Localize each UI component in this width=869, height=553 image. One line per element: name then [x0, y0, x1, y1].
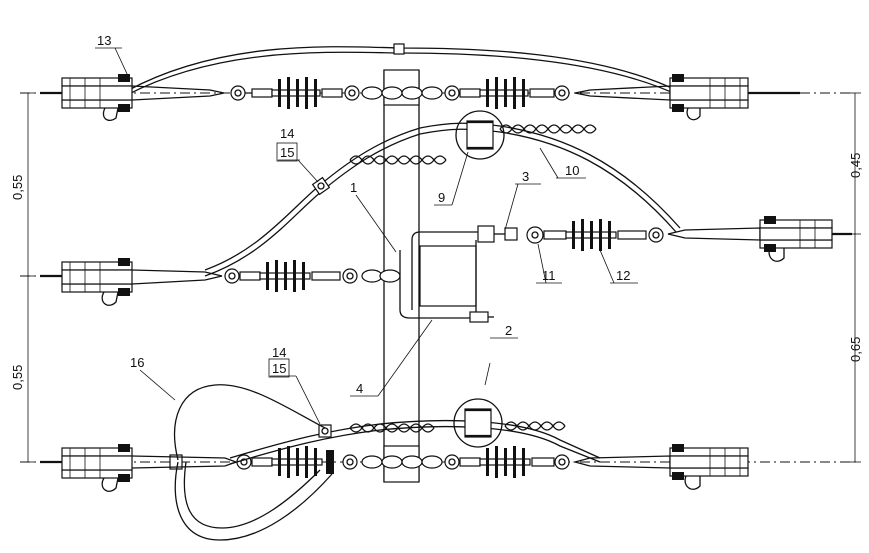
- insulator-bottom-right: [479, 446, 531, 478]
- label-12: 12: [616, 268, 630, 283]
- row-bottom-string: [40, 444, 749, 492]
- label-4: 4: [356, 381, 363, 396]
- insulator-top-right: [479, 77, 529, 109]
- loop-item-16: [174, 384, 333, 541]
- insulator-middle-right: [565, 219, 617, 251]
- yoke-bracket: [399, 225, 518, 323]
- label-2: 2: [505, 323, 512, 338]
- label-16: 16: [130, 355, 144, 370]
- dimension-right-lower: 0,65: [848, 337, 863, 362]
- label-10: 10: [565, 163, 579, 178]
- dimension-marks: [22, 92, 861, 463]
- row-top-string: [40, 74, 800, 122]
- lower-twisted-jumper: [229, 398, 601, 465]
- right-tension-clamp-top: [574, 74, 800, 121]
- row-middle-right-string: [526, 216, 852, 262]
- row-middle-left-string: [40, 258, 401, 306]
- label-15-lower: 15: [272, 361, 286, 376]
- top-arc-conductor: [124, 43, 681, 97]
- label-9: 9: [438, 190, 445, 205]
- dimension-left-lower: 0,55: [10, 365, 25, 390]
- label-14-lower: 14: [272, 345, 286, 360]
- label-13: 13: [97, 33, 111, 48]
- left-tension-clamp-top: [40, 74, 225, 122]
- upper-twisted-jumper: [204, 110, 681, 277]
- insulator-top-left: [271, 77, 321, 109]
- dimension-left-upper: 0,55: [10, 175, 25, 200]
- label-14-upper: 14: [280, 126, 294, 141]
- label-1: 1: [350, 180, 357, 195]
- label-15-upper: 15: [280, 145, 294, 160]
- label-11: 11: [542, 268, 556, 283]
- label-3: 3: [522, 169, 529, 184]
- insulator-bottom-left: [271, 446, 323, 478]
- dimension-right-upper: 0,45: [848, 153, 863, 178]
- leader-lines: [95, 47, 638, 425]
- insulator-middle-left: [259, 260, 311, 292]
